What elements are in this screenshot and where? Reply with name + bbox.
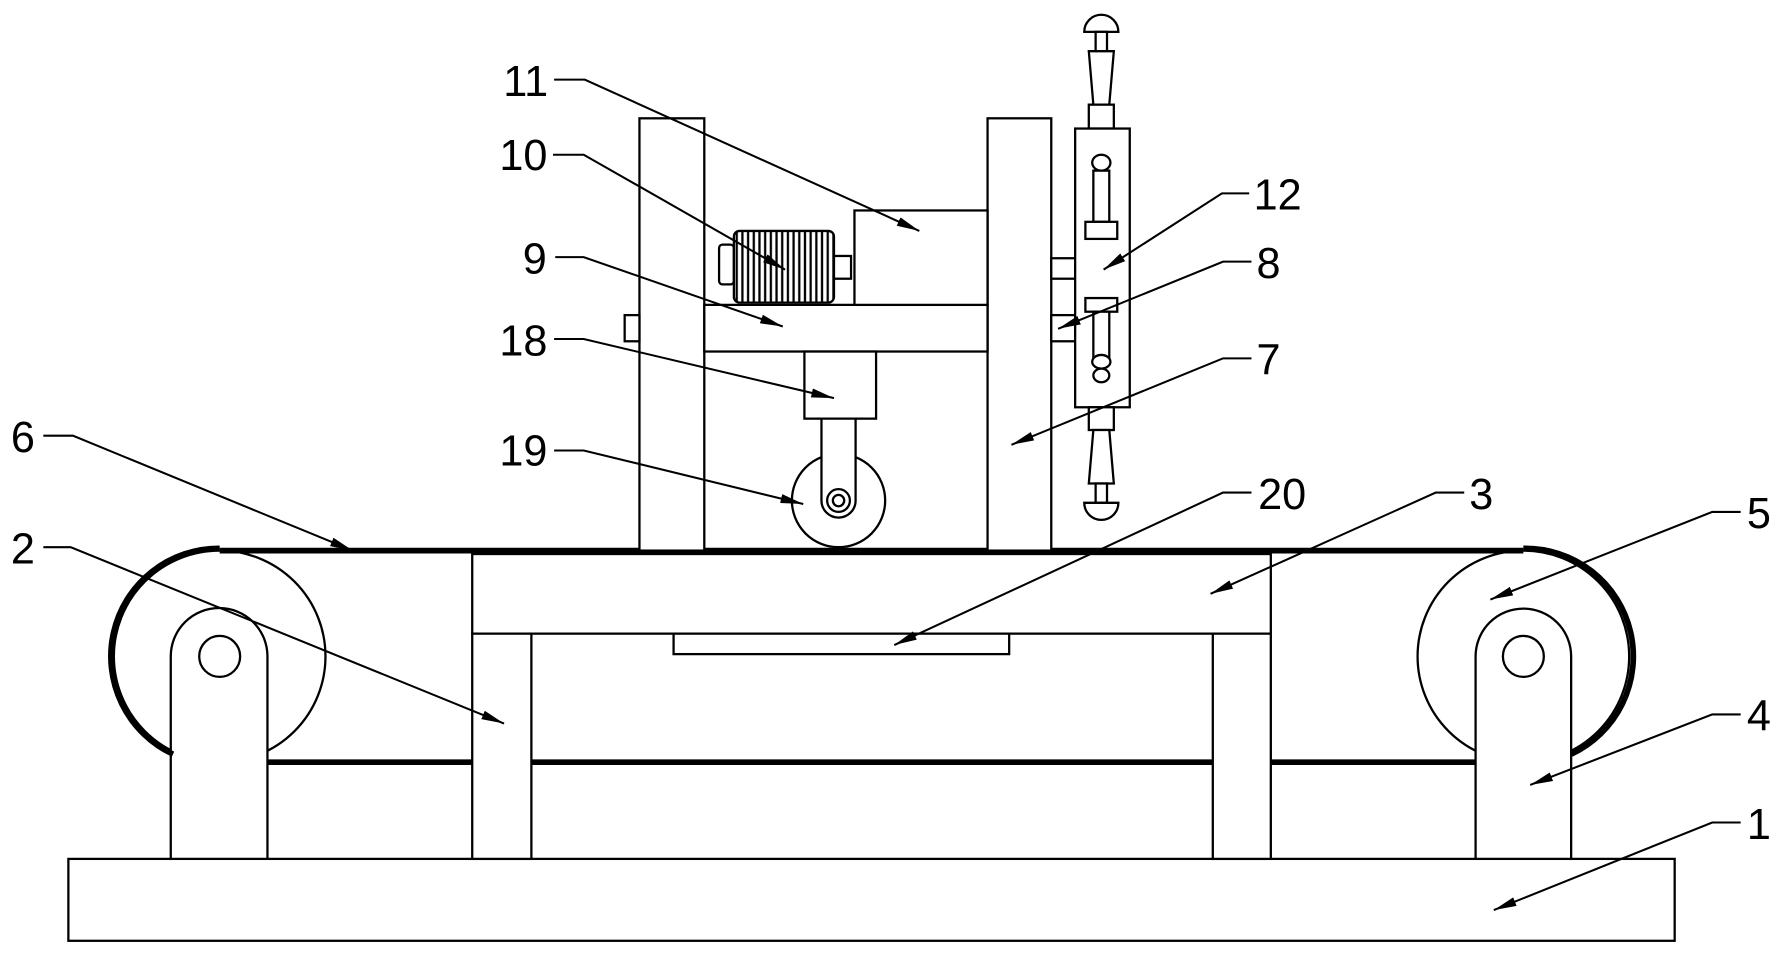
leader-line-7 <box>1011 357 1252 446</box>
leader-line-1 <box>1493 821 1741 912</box>
callout-20: 20 <box>1258 471 1306 519</box>
leader-line-19 <box>554 449 804 505</box>
upper-clamp-base <box>1084 220 1119 241</box>
belt-left-wrap <box>108 545 220 757</box>
leader-line-12 <box>1103 192 1250 271</box>
leader-line-4 <box>1529 713 1741 786</box>
right-roller-axle <box>1501 634 1545 679</box>
callout-7: 7 <box>1257 337 1281 385</box>
leader-line-11 <box>554 78 920 232</box>
right-post <box>986 117 1053 552</box>
lower-clamp-ring <box>1091 353 1112 370</box>
motor-shaft <box>832 254 853 280</box>
callout-5: 5 <box>1747 490 1771 538</box>
wheel-axle <box>831 493 846 508</box>
callout-10: 10 <box>499 132 547 180</box>
leader-line-2 <box>43 546 505 725</box>
horizontal-arm <box>703 303 989 353</box>
right-leg <box>1211 632 1272 861</box>
belt-right-wrap <box>1523 545 1637 757</box>
callout-9: 9 <box>523 235 547 283</box>
top-handle-neck <box>1094 30 1109 53</box>
motor-housing <box>853 209 989 307</box>
leader-line-20 <box>893 491 1252 646</box>
support-frame <box>471 552 1272 635</box>
left-post-tab <box>623 313 641 343</box>
left-roller-axle <box>198 634 242 679</box>
right-post-lower-tab <box>1050 313 1077 343</box>
leader-line-10 <box>552 153 786 271</box>
right-roller-support <box>1474 607 1573 861</box>
motor-end-cap <box>717 243 736 286</box>
callout-6: 6 <box>11 414 35 462</box>
callout-4: 4 <box>1747 693 1771 741</box>
leader-line-5 <box>1490 510 1741 601</box>
lower-clamp-head <box>1092 367 1111 384</box>
lower-clamp-stem <box>1092 310 1111 359</box>
leader-line-9 <box>555 256 784 328</box>
under-plate <box>672 632 1011 656</box>
upper-clamp-stem <box>1092 169 1111 223</box>
callout-12: 12 <box>1254 172 1302 220</box>
callout-18: 18 <box>499 317 547 365</box>
leader-line-6 <box>43 434 354 552</box>
leader-line-8 <box>1057 260 1252 330</box>
top-handle-block <box>1087 103 1115 130</box>
left-leg <box>471 632 533 861</box>
leader-line-18 <box>554 337 835 400</box>
right-post-upper-tab <box>1050 257 1077 280</box>
leader-line-3 <box>1210 491 1465 595</box>
callout-19: 19 <box>499 428 547 476</box>
top-handle-knob <box>1083 13 1120 33</box>
bottom-handle-grip <box>1087 428 1116 485</box>
upper-clamp-head <box>1091 153 1112 172</box>
base-plate <box>67 857 1676 942</box>
callout-3: 3 <box>1469 471 1493 519</box>
motor-body <box>732 229 836 304</box>
callout-11: 11 <box>503 58 548 106</box>
callout-1: 1 <box>1747 801 1771 849</box>
top-handle-grip <box>1087 50 1116 106</box>
left-post <box>638 117 706 552</box>
lower-clamp-base <box>1084 296 1119 313</box>
callout-8: 8 <box>1257 240 1281 288</box>
bottom-handle-knob <box>1083 501 1120 522</box>
cylinder <box>803 350 878 420</box>
callout-2: 2 <box>11 525 35 573</box>
bottom-handle-neck <box>1094 482 1109 504</box>
